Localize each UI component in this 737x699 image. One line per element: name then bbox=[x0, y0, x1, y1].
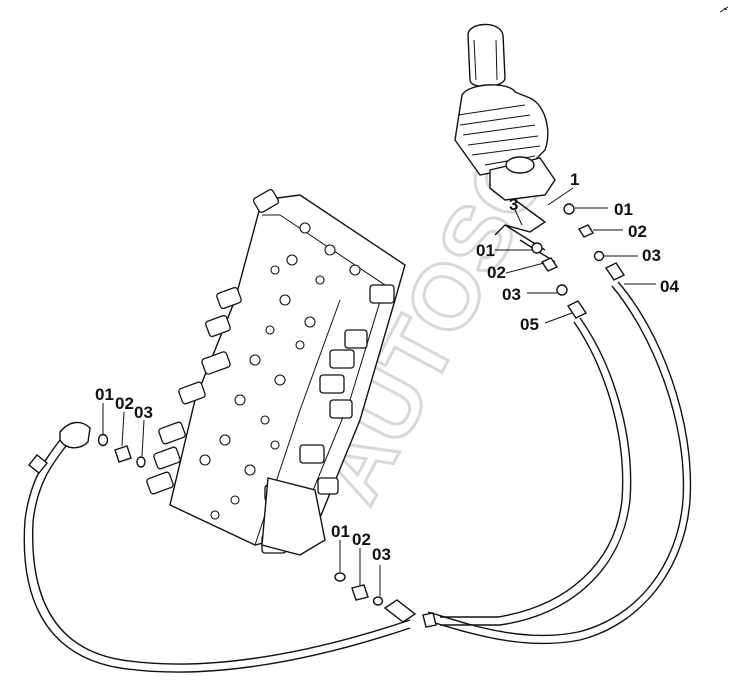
adapter-left-02 bbox=[114, 445, 132, 463]
hose-05 bbox=[440, 317, 632, 626]
label-middle-05: 05 bbox=[520, 315, 539, 334]
bracket-3 bbox=[494, 199, 547, 236]
label-bottom-02: 02 bbox=[352, 530, 371, 549]
label-upper-04: 04 bbox=[660, 277, 679, 296]
o-ring-middle-01 bbox=[531, 242, 543, 254]
joystick-base bbox=[489, 157, 556, 201]
hose-end-left bbox=[59, 421, 91, 449]
o-ring-bottom-01 bbox=[334, 572, 346, 582]
o-ring-left-03 bbox=[136, 456, 146, 468]
o-ring-upper-01 bbox=[563, 203, 575, 215]
hoses bbox=[23, 281, 692, 673]
callout-labels: 1 01 02 03 04 3 01 02 03 05 01 02 03 01 … bbox=[95, 170, 679, 564]
label-bracket-3: 3 bbox=[509, 195, 518, 214]
joystick bbox=[454, 23, 556, 263]
label-middle-01: 01 bbox=[476, 241, 495, 260]
hose-end-bottom bbox=[383, 599, 417, 623]
adapter-upper-02 bbox=[577, 224, 595, 238]
label-upper-01: 01 bbox=[614, 200, 633, 219]
label-bottom-03: 03 bbox=[372, 545, 391, 564]
hose-end-05 bbox=[566, 300, 588, 319]
bottom-fittings bbox=[334, 572, 384, 606]
joystick-handle bbox=[467, 23, 506, 88]
joystick-fittings bbox=[531, 203, 626, 319]
o-ring-left-01 bbox=[97, 433, 109, 447]
relief-block bbox=[261, 477, 326, 556]
label-middle-02: 02 bbox=[487, 263, 506, 282]
corner-mark bbox=[719, 6, 729, 13]
hose-left bbox=[23, 439, 411, 673]
label-middle-03: 03 bbox=[502, 285, 521, 304]
label-joystick-1: 1 bbox=[570, 170, 579, 189]
label-upper-02: 02 bbox=[628, 222, 647, 241]
hose-04 bbox=[424, 281, 692, 645]
hose-sleeve-left bbox=[28, 454, 48, 474]
label-left-02: 02 bbox=[115, 394, 134, 413]
label-upper-03: 03 bbox=[642, 246, 661, 265]
label-left-03: 03 bbox=[134, 403, 153, 422]
adapter-bottom-02 bbox=[351, 584, 369, 601]
left-fittings bbox=[97, 433, 146, 468]
adapter-middle-02 bbox=[540, 257, 559, 272]
leader-lines bbox=[102, 187, 656, 596]
control-valve bbox=[146, 189, 406, 556]
o-ring-middle-03 bbox=[556, 284, 568, 296]
hose-end-04 bbox=[604, 262, 626, 281]
o-ring-upper-03 bbox=[593, 250, 605, 262]
label-bottom-01: 01 bbox=[331, 522, 350, 541]
label-left-01: 01 bbox=[95, 385, 114, 404]
o-ring-bottom-03 bbox=[372, 596, 384, 606]
